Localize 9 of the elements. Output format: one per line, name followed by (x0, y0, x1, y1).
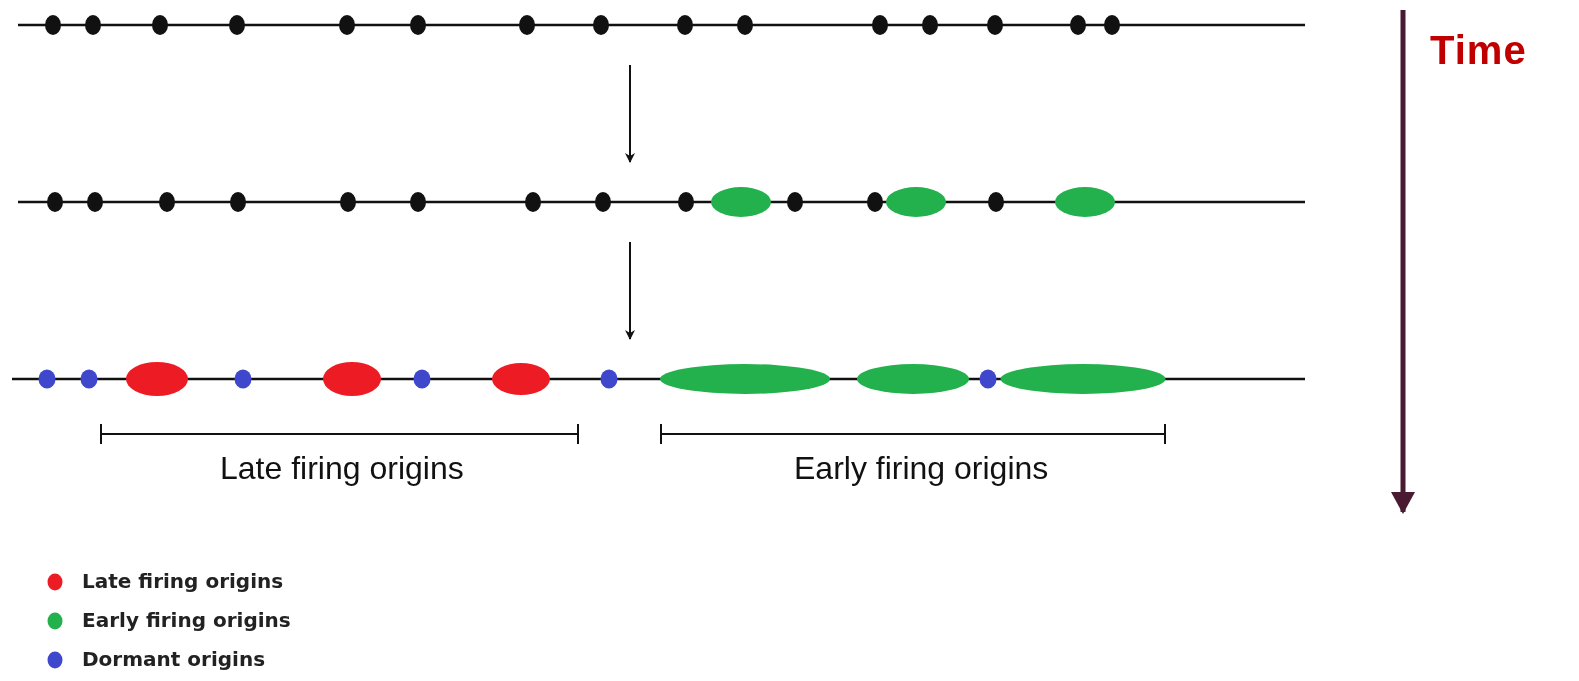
legend-text: Late firing origins (82, 569, 284, 593)
bracket-label: Late firing origins (220, 450, 464, 487)
legend-text: Early firing origins (82, 608, 291, 632)
legend-text: Dormant origins (82, 647, 266, 671)
dna-strand-drawing (12, 359, 1305, 399)
arrow (625, 64, 635, 163)
axis-label: Time (1430, 28, 1527, 73)
arrow (625, 241, 635, 340)
bracket-label: Early firing origins (794, 450, 1049, 487)
